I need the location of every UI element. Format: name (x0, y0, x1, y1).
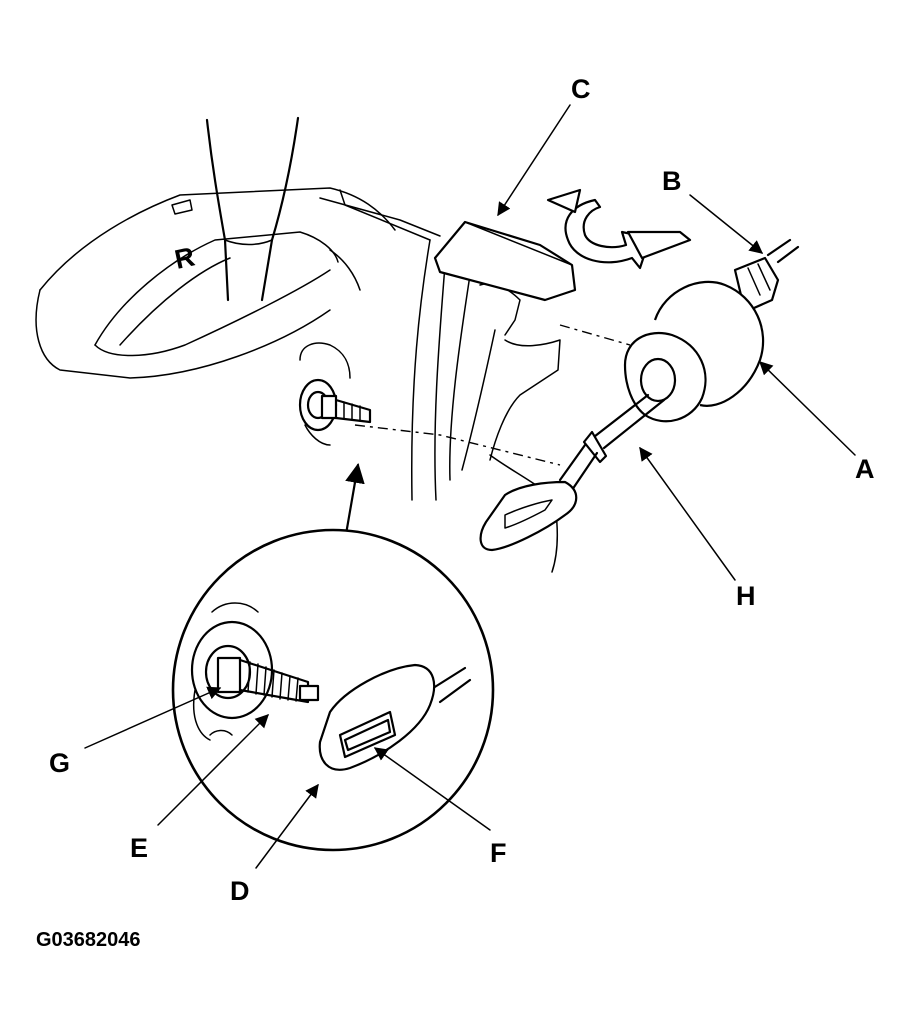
removal-direction-arrow (546, 188, 692, 270)
callout-g: G (49, 748, 70, 778)
callout-b: B (662, 166, 682, 196)
callout-e: E (130, 833, 148, 863)
leader-b (689, 194, 764, 254)
callout-h: H (736, 581, 756, 611)
leader-c (497, 104, 571, 217)
callout-d: D (230, 876, 250, 906)
leader-h (639, 446, 736, 581)
callout-c: C (571, 74, 591, 104)
leader-d (255, 783, 319, 869)
bracket-pin (298, 342, 372, 446)
shift-cable (479, 238, 800, 552)
gear-position-r-label: R (172, 241, 197, 274)
shift-lever (205, 116, 300, 302)
cable-lock-tab (433, 220, 577, 302)
detail-reference-arrow (343, 463, 365, 542)
callout-a: A (855, 454, 875, 484)
leader-f (373, 747, 491, 831)
detail-view (171, 528, 495, 852)
leader-a (759, 361, 856, 456)
alignment-centerline (559, 324, 631, 346)
leader-g (84, 686, 222, 749)
callout-f: F (490, 838, 507, 868)
leader-e (157, 714, 269, 826)
figure-code: G03682046 (36, 929, 141, 951)
shift-console (35, 187, 441, 379)
